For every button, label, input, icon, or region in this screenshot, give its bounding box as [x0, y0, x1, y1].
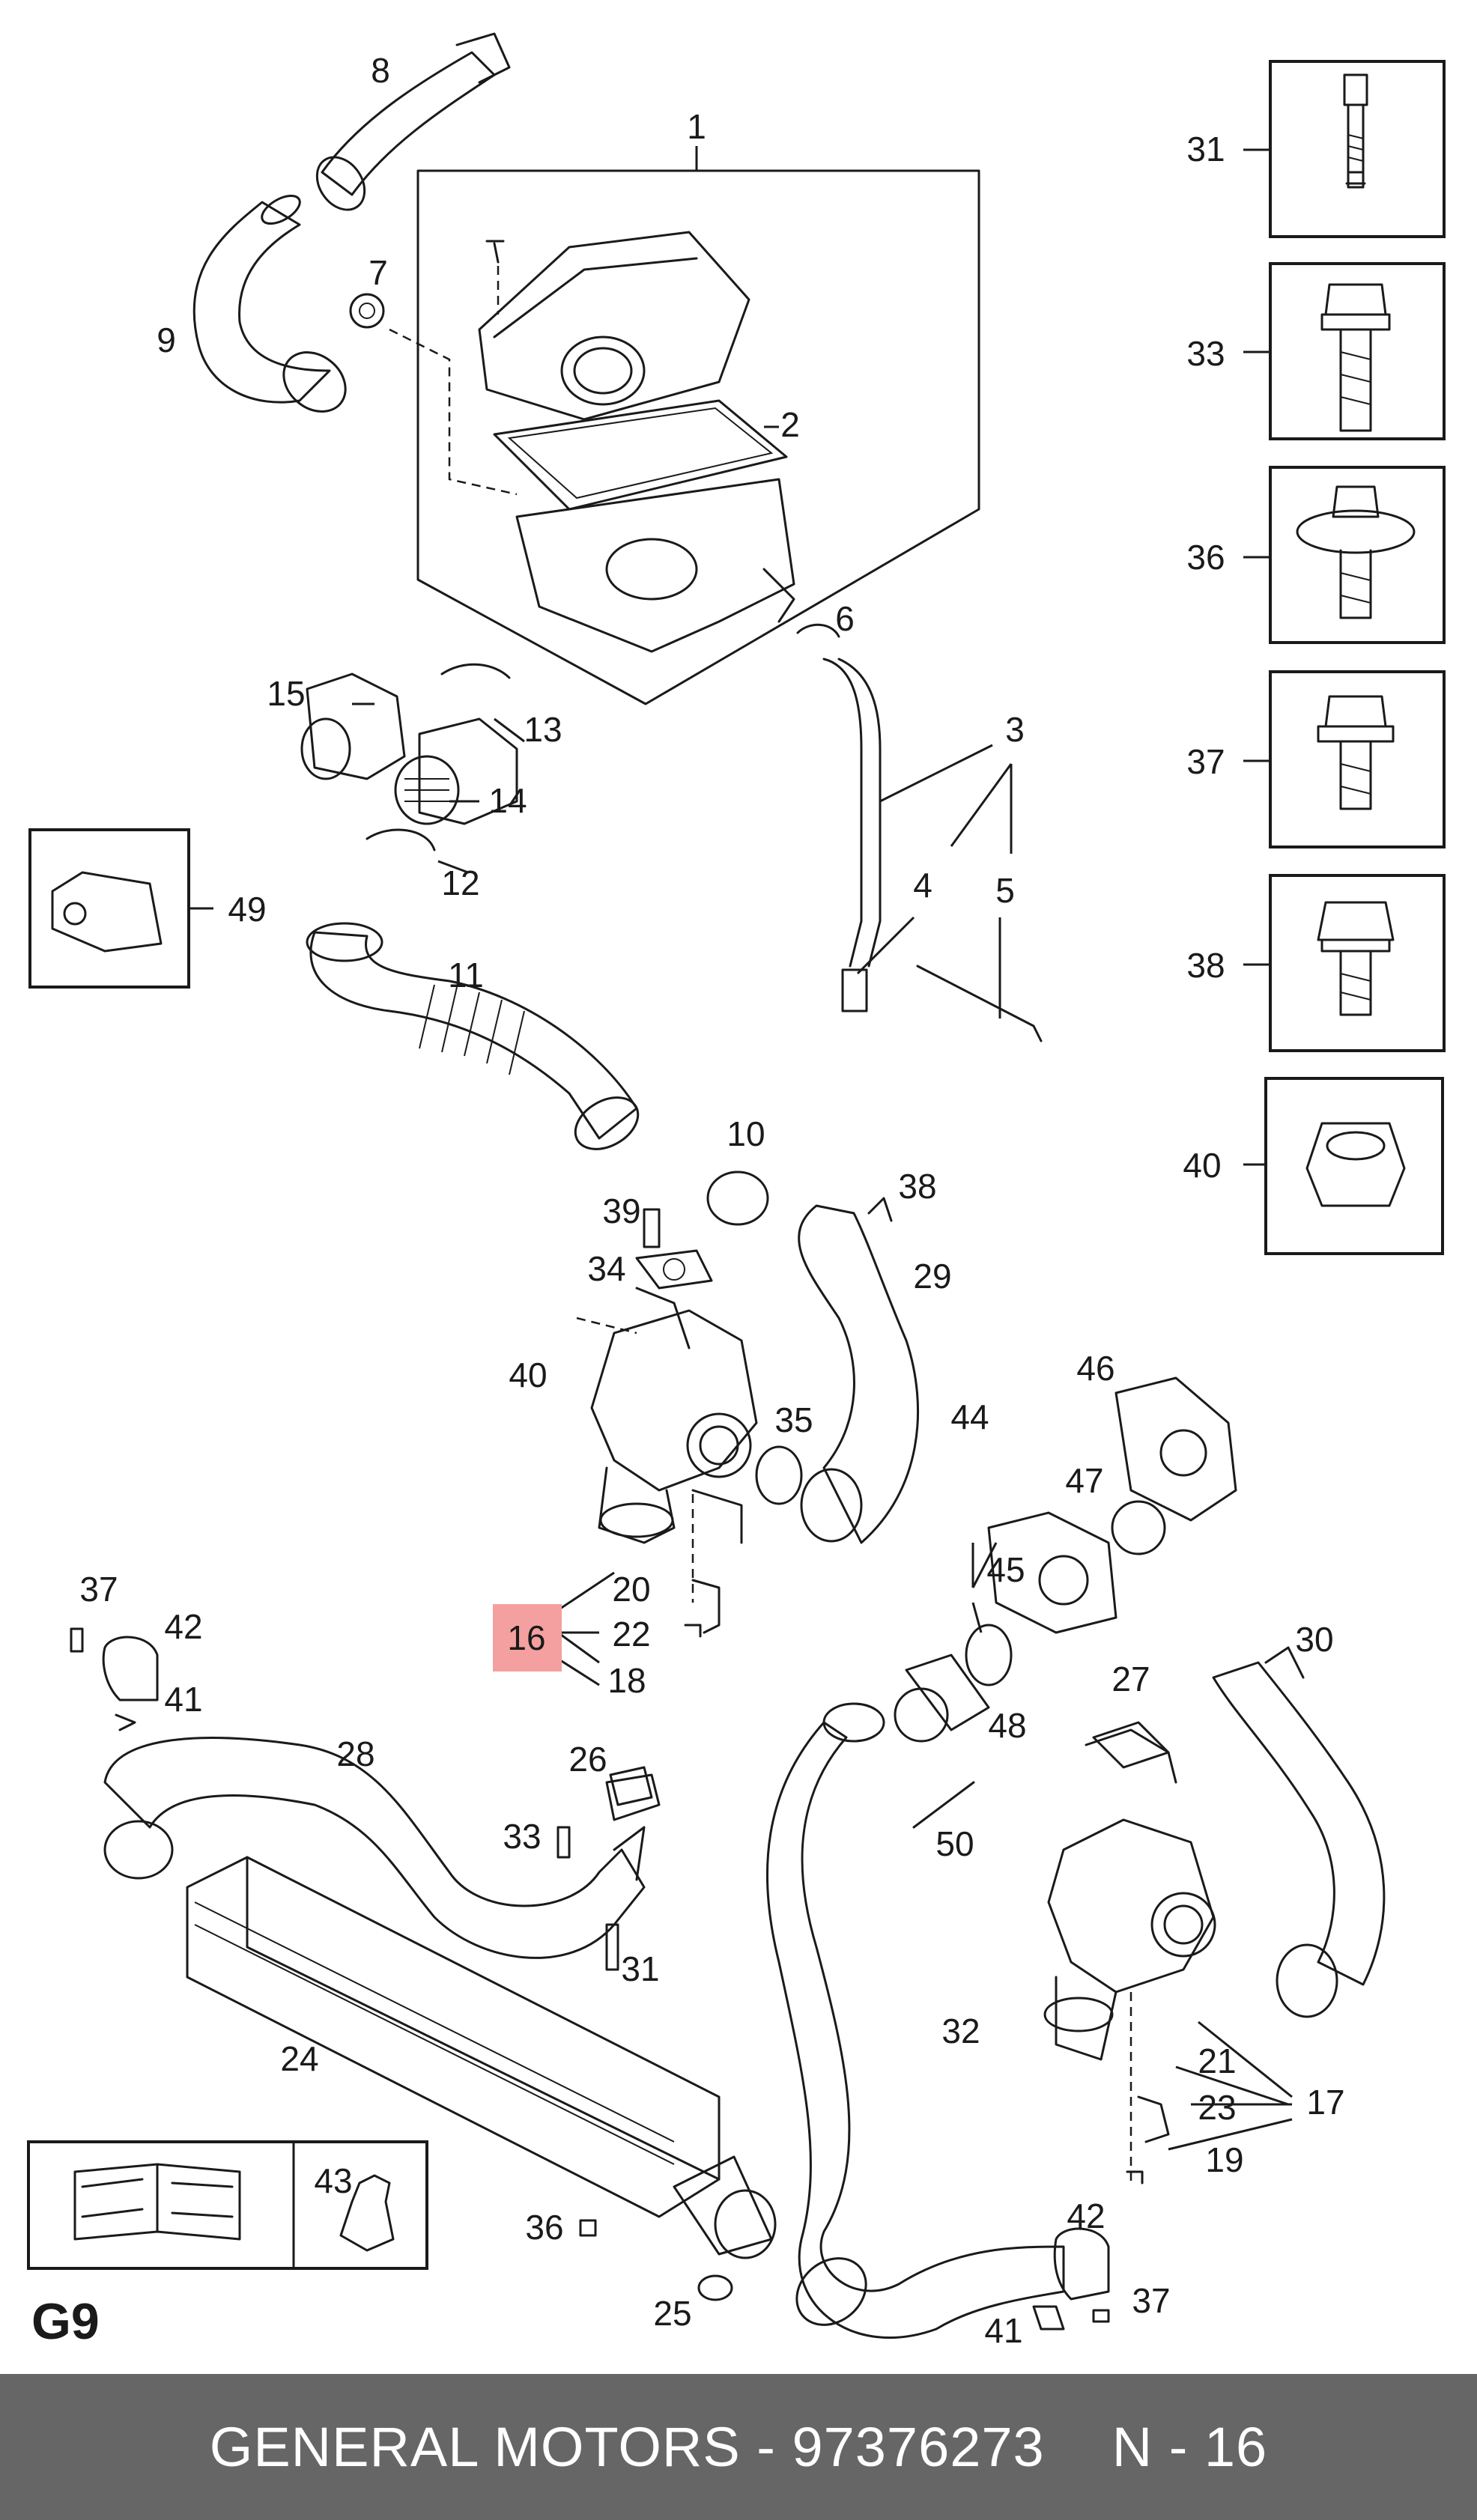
- callout-25: 25: [653, 2294, 691, 2333]
- callout-42a: 42: [164, 1607, 202, 1646]
- callout-12: 12: [441, 863, 479, 902]
- turbocharger-17: [1043, 1728, 1216, 2187]
- fastener-boxes: [1243, 60, 1446, 1255]
- callout-14: 14: [488, 781, 527, 820]
- callout-23: 23: [1198, 2088, 1236, 2127]
- air-cleaner-assembly: [389, 169, 980, 705]
- callout-37a: 37: [1186, 742, 1225, 781]
- callout-33b: 33: [503, 1817, 541, 1856]
- callout-38b: 38: [898, 1167, 936, 1206]
- small-fasteners: [70, 1624, 1144, 2331]
- callout-32: 32: [941, 2012, 980, 2050]
- callout-4: 4: [913, 866, 932, 905]
- footer-part-number: 97376273: [792, 2416, 1045, 2478]
- callout-22: 22: [612, 1615, 650, 1654]
- hose-8: [315, 32, 511, 211]
- callout-6: 6: [835, 599, 855, 638]
- callout-48: 48: [988, 1706, 1026, 1745]
- callout-49: 49: [228, 890, 266, 929]
- callout-1: 1: [687, 107, 706, 146]
- callout-24: 24: [280, 2039, 318, 2078]
- callout-44: 44: [950, 1397, 989, 1436]
- footer-text: GENERAL MOTORS - 97376273 N - 16: [210, 2415, 1267, 2479]
- callout-43: 43: [314, 2161, 352, 2200]
- footer-brand: GENERAL MOTORS: [209, 2416, 741, 2478]
- callout-45: 45: [986, 1550, 1025, 1589]
- callout-7: 7: [369, 253, 388, 292]
- page-code: G9: [31, 2293, 100, 2350]
- throttle-assembly: [965, 1376, 1237, 1686]
- callout-21: 21: [1198, 2041, 1236, 2080]
- callout-9: 9: [157, 321, 176, 359]
- callout-42b: 42: [1067, 2196, 1105, 2235]
- bracket-49-box: [28, 828, 213, 989]
- callout-5: 5: [995, 871, 1015, 910]
- callout-50: 50: [935, 1824, 974, 1863]
- callout-15: 15: [267, 674, 305, 713]
- callout-37b: 37: [79, 1570, 118, 1609]
- callout-27: 27: [1111, 1660, 1150, 1698]
- callout-17: 17: [1306, 2083, 1344, 2122]
- leader-lines: [352, 146, 1293, 2151]
- hose-32: [765, 1702, 1065, 2339]
- footer-bar: GENERAL MOTORS - 97376273 N - 16: [0, 2374, 1477, 2520]
- manual-box: [27, 2140, 428, 2270]
- callout-31b: 31: [621, 1949, 659, 1988]
- callout-18: 18: [607, 1661, 646, 1700]
- breather-hose: [796, 623, 1043, 1042]
- pipe-29: [798, 1197, 920, 1544]
- callout-40b: 40: [509, 1355, 547, 1394]
- callout-20: 20: [612, 1570, 650, 1609]
- callout-11: 11: [448, 956, 484, 995]
- callout-36b: 36: [525, 2208, 563, 2247]
- callout-31a: 31: [1186, 130, 1225, 168]
- clamp-gasket: [635, 1171, 769, 1290]
- callout-39: 39: [602, 1191, 640, 1230]
- callout-37c: 37: [1132, 2281, 1170, 2320]
- intercooler: [103, 1737, 777, 2259]
- footer-separator: -: [756, 2416, 776, 2478]
- airflow-sensor: [300, 663, 518, 851]
- callout-19: 19: [1205, 2140, 1243, 2179]
- pipe-30: [1092, 1646, 1386, 2018]
- callout-40a: 40: [1183, 1146, 1221, 1185]
- callout-38a: 38: [1186, 946, 1225, 985]
- callout-16: 16: [507, 1618, 545, 1657]
- turbocharger-16: [576, 1287, 758, 1634]
- callout-3: 3: [1005, 710, 1025, 749]
- callout-33a: 33: [1186, 334, 1225, 373]
- callout-13: 13: [524, 710, 562, 749]
- flange-48: [894, 1654, 990, 1829]
- callout-28: 28: [336, 1734, 374, 1773]
- callout-2: 2: [780, 405, 800, 444]
- parts-diagram: 1 2 3 4 5 6 7 8 9 10 11 12 13 14 15 16 1…: [27, 32, 1446, 2350]
- callout-labels: 1 2 3 4 5 6 7 8 9 10 11 12 13 14 15 16 1…: [79, 51, 1344, 2350]
- callout-30: 30: [1295, 1620, 1333, 1659]
- callout-41b: 41: [984, 2311, 1022, 2350]
- intake-hose-11: [306, 922, 640, 1150]
- callout-36a: 36: [1186, 538, 1225, 577]
- callout-35: 35: [774, 1400, 813, 1439]
- callout-26: 26: [568, 1740, 607, 1779]
- callout-8: 8: [371, 51, 390, 90]
- footer-page-ref: N - 16: [1111, 2416, 1268, 2478]
- callout-41a: 41: [164, 1680, 202, 1719]
- clamp-35: [755, 1445, 803, 1505]
- callout-46: 46: [1076, 1349, 1114, 1388]
- callout-34: 34: [587, 1249, 625, 1288]
- callout-29: 29: [913, 1257, 951, 1296]
- grommet-7: [349, 293, 385, 329]
- highlight-callout-16: [493, 1604, 562, 1672]
- callout-10: 10: [727, 1114, 765, 1153]
- callout-47: 47: [1065, 1461, 1103, 1500]
- pipe-9: [192, 194, 347, 413]
